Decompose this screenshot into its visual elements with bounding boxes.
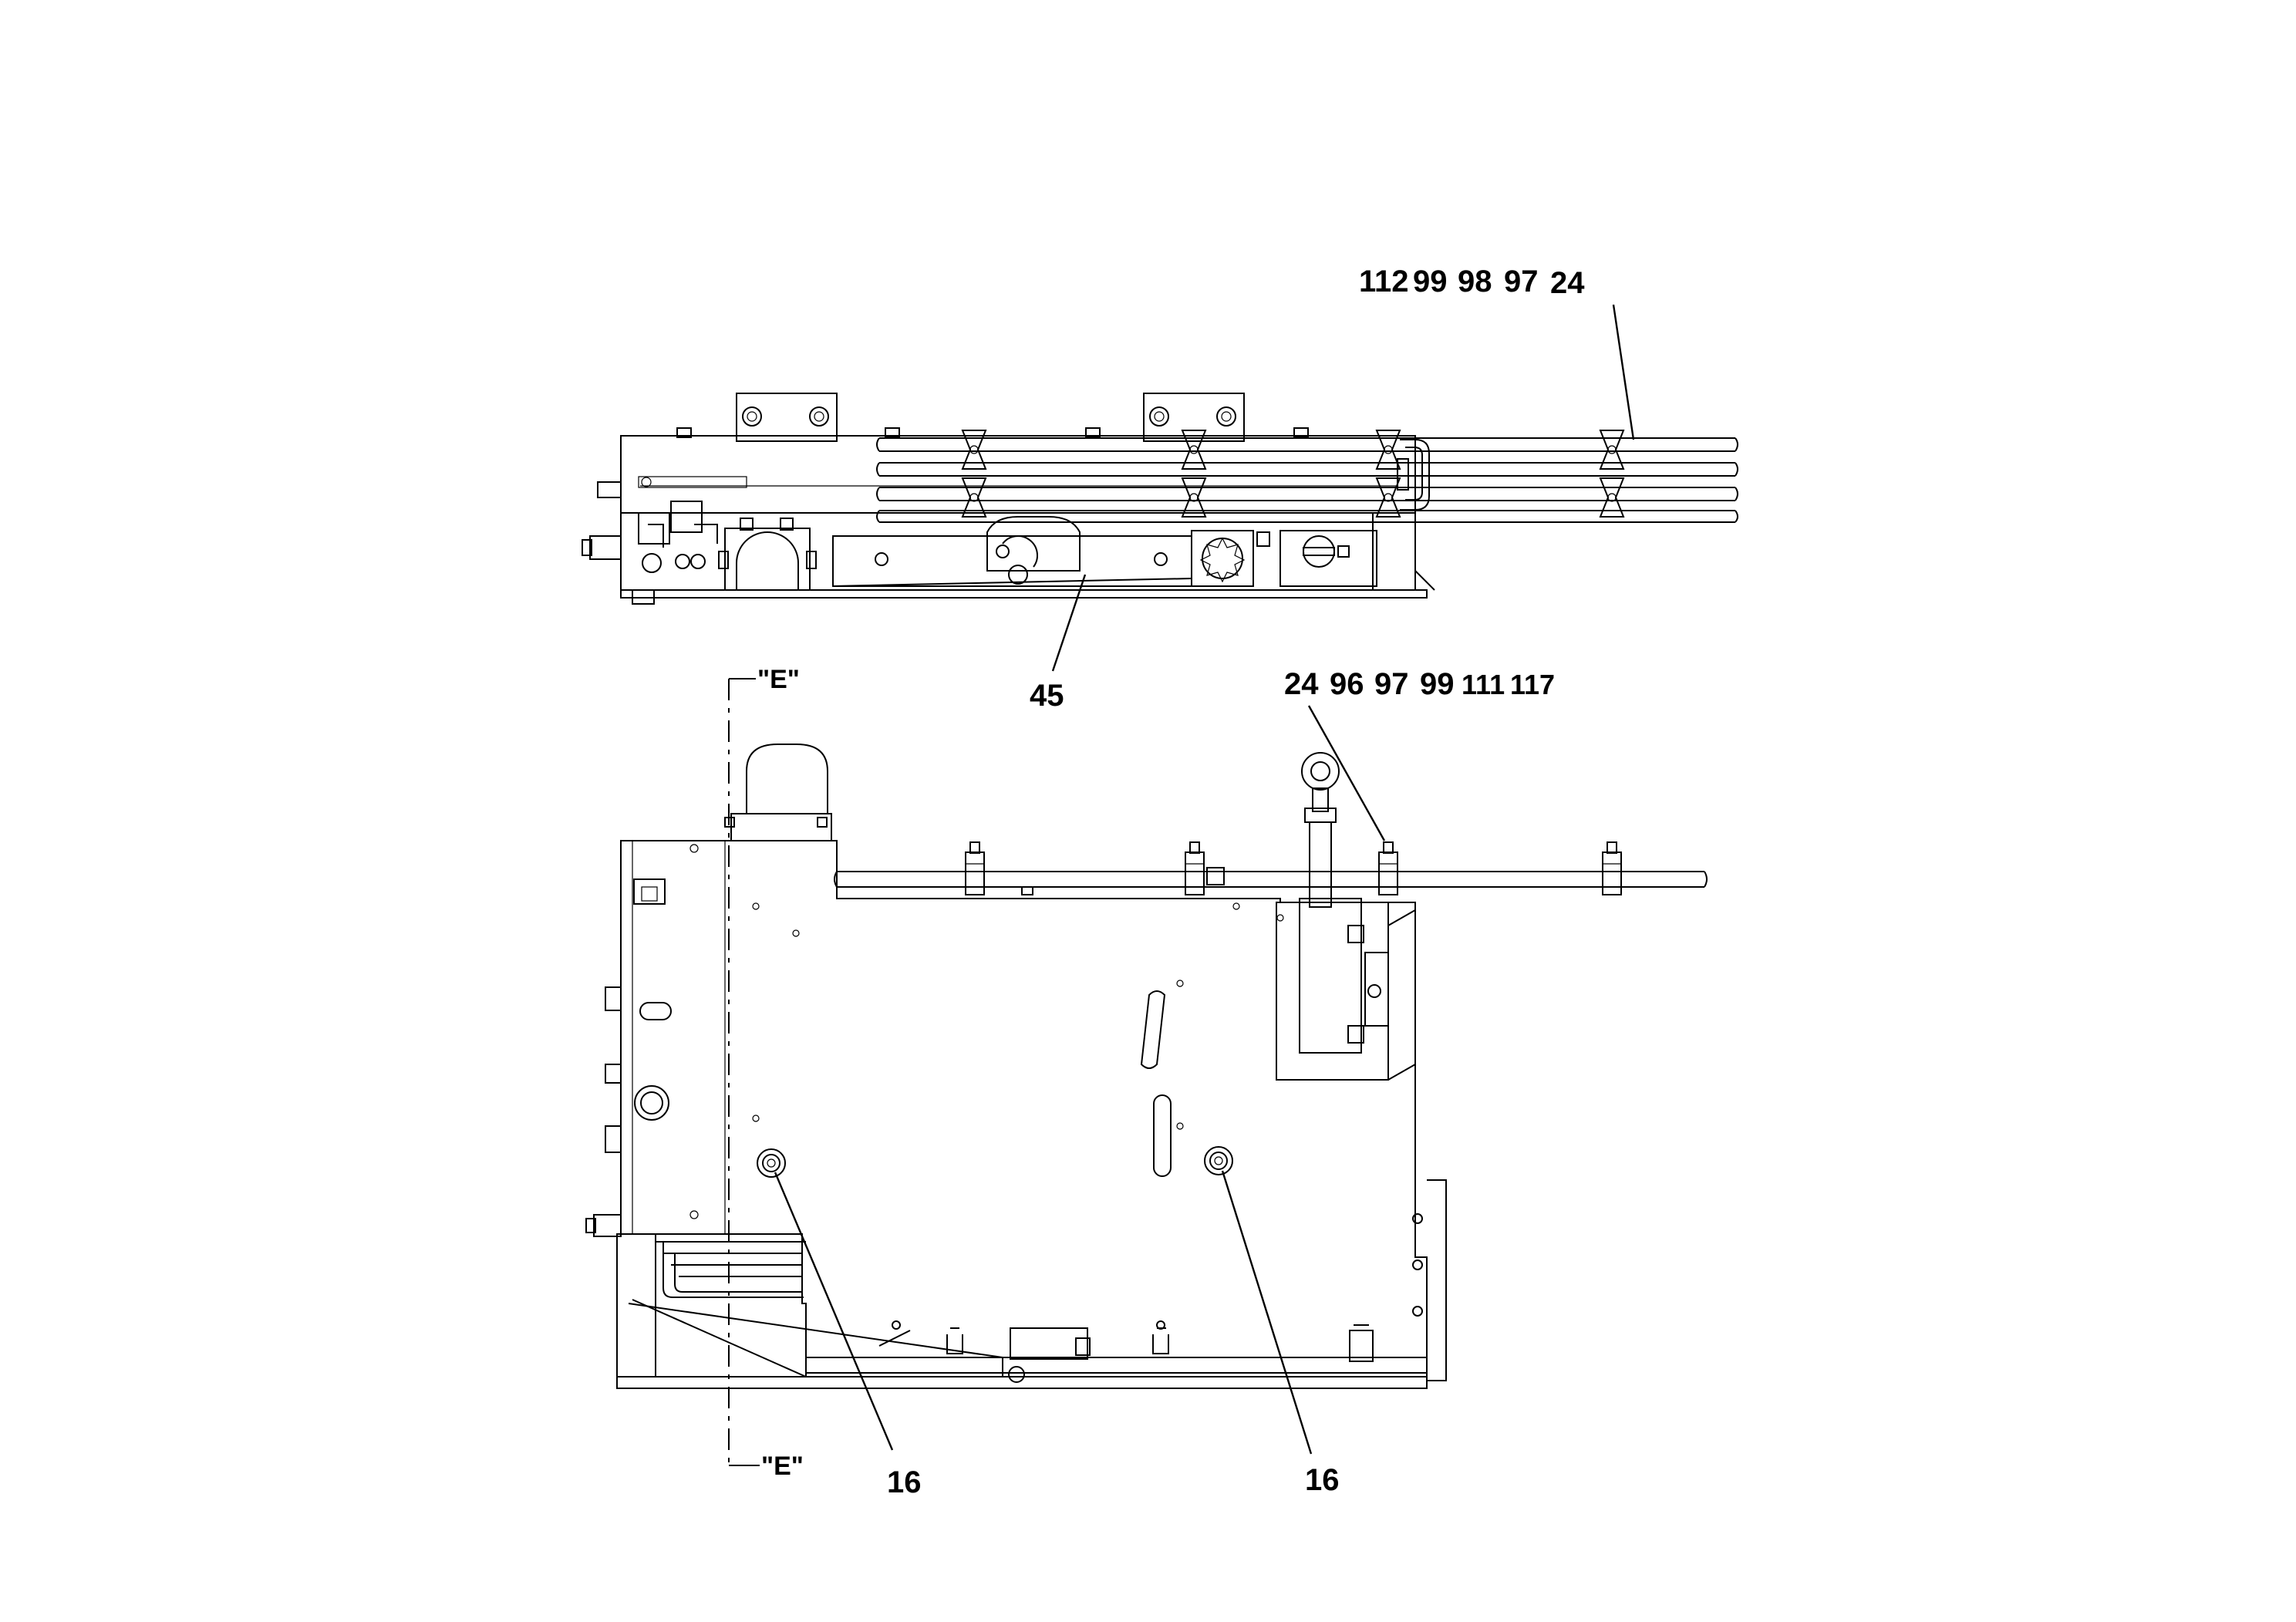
tube-clamp-2	[1181, 430, 1207, 518]
mounting-bracket-right	[1143, 393, 1245, 442]
left-edge-fittings	[585, 986, 622, 1237]
section-mark-top: "E"	[757, 665, 800, 694]
section-mark-bottom: "E"	[761, 1452, 804, 1481]
side-view-callouts: 24 96 97 99 111 117 16 16	[887, 667, 1555, 1499]
top-view-callouts: 112 99 98 97 24 45	[1030, 265, 1585, 713]
tube-rail	[834, 871, 1708, 895]
callout-24-lower: 24	[1284, 667, 1319, 701]
valve-block	[1191, 530, 1270, 587]
callout-99: 99	[1413, 265, 1448, 298]
section-line-e: "E" "E"	[728, 665, 804, 1481]
motor-can	[724, 744, 837, 841]
callout-97-lower: 97	[1374, 667, 1409, 701]
tube-clamp-4	[1599, 430, 1625, 518]
callout-99-lower: 99	[1420, 667, 1455, 701]
rail-clamp-4	[1602, 841, 1622, 895]
bolt-16-left	[757, 1148, 786, 1178]
callout-98: 98	[1458, 265, 1492, 298]
pump-motor	[718, 518, 817, 591]
callout-16-right: 16	[1305, 1463, 1340, 1497]
tube-clamp-1	[961, 430, 987, 518]
sight-glass	[634, 1085, 669, 1121]
callout-112: 112	[1359, 265, 1409, 298]
main-plate	[620, 840, 1428, 1374]
callout-111: 111	[1462, 669, 1505, 700]
callout-16-left: 16	[887, 1465, 922, 1499]
callout-24: 24	[1550, 266, 1585, 300]
hydraulic-tubes	[876, 437, 1738, 523]
rail-clamp-3	[1378, 841, 1398, 895]
oil-cap	[1279, 530, 1377, 587]
bolt-16-right	[1204, 1146, 1233, 1175]
callout-117: 117	[1510, 669, 1555, 700]
callout-97: 97	[1504, 265, 1539, 298]
callout-45: 45	[1030, 679, 1064, 713]
lower-frame	[616, 1179, 1447, 1389]
rail-clamp-1	[965, 841, 985, 895]
rail-clamp-2	[1185, 841, 1225, 895]
mounting-bracket-left	[736, 393, 838, 442]
left-side-fittings	[582, 481, 718, 605]
callout-96: 96	[1330, 667, 1364, 701]
tube-clamp-3	[1375, 430, 1401, 518]
top-view-assembly	[582, 304, 1738, 672]
hydraulic-cylinder	[1276, 752, 1416, 1081]
side-view-assembly	[585, 705, 1708, 1455]
